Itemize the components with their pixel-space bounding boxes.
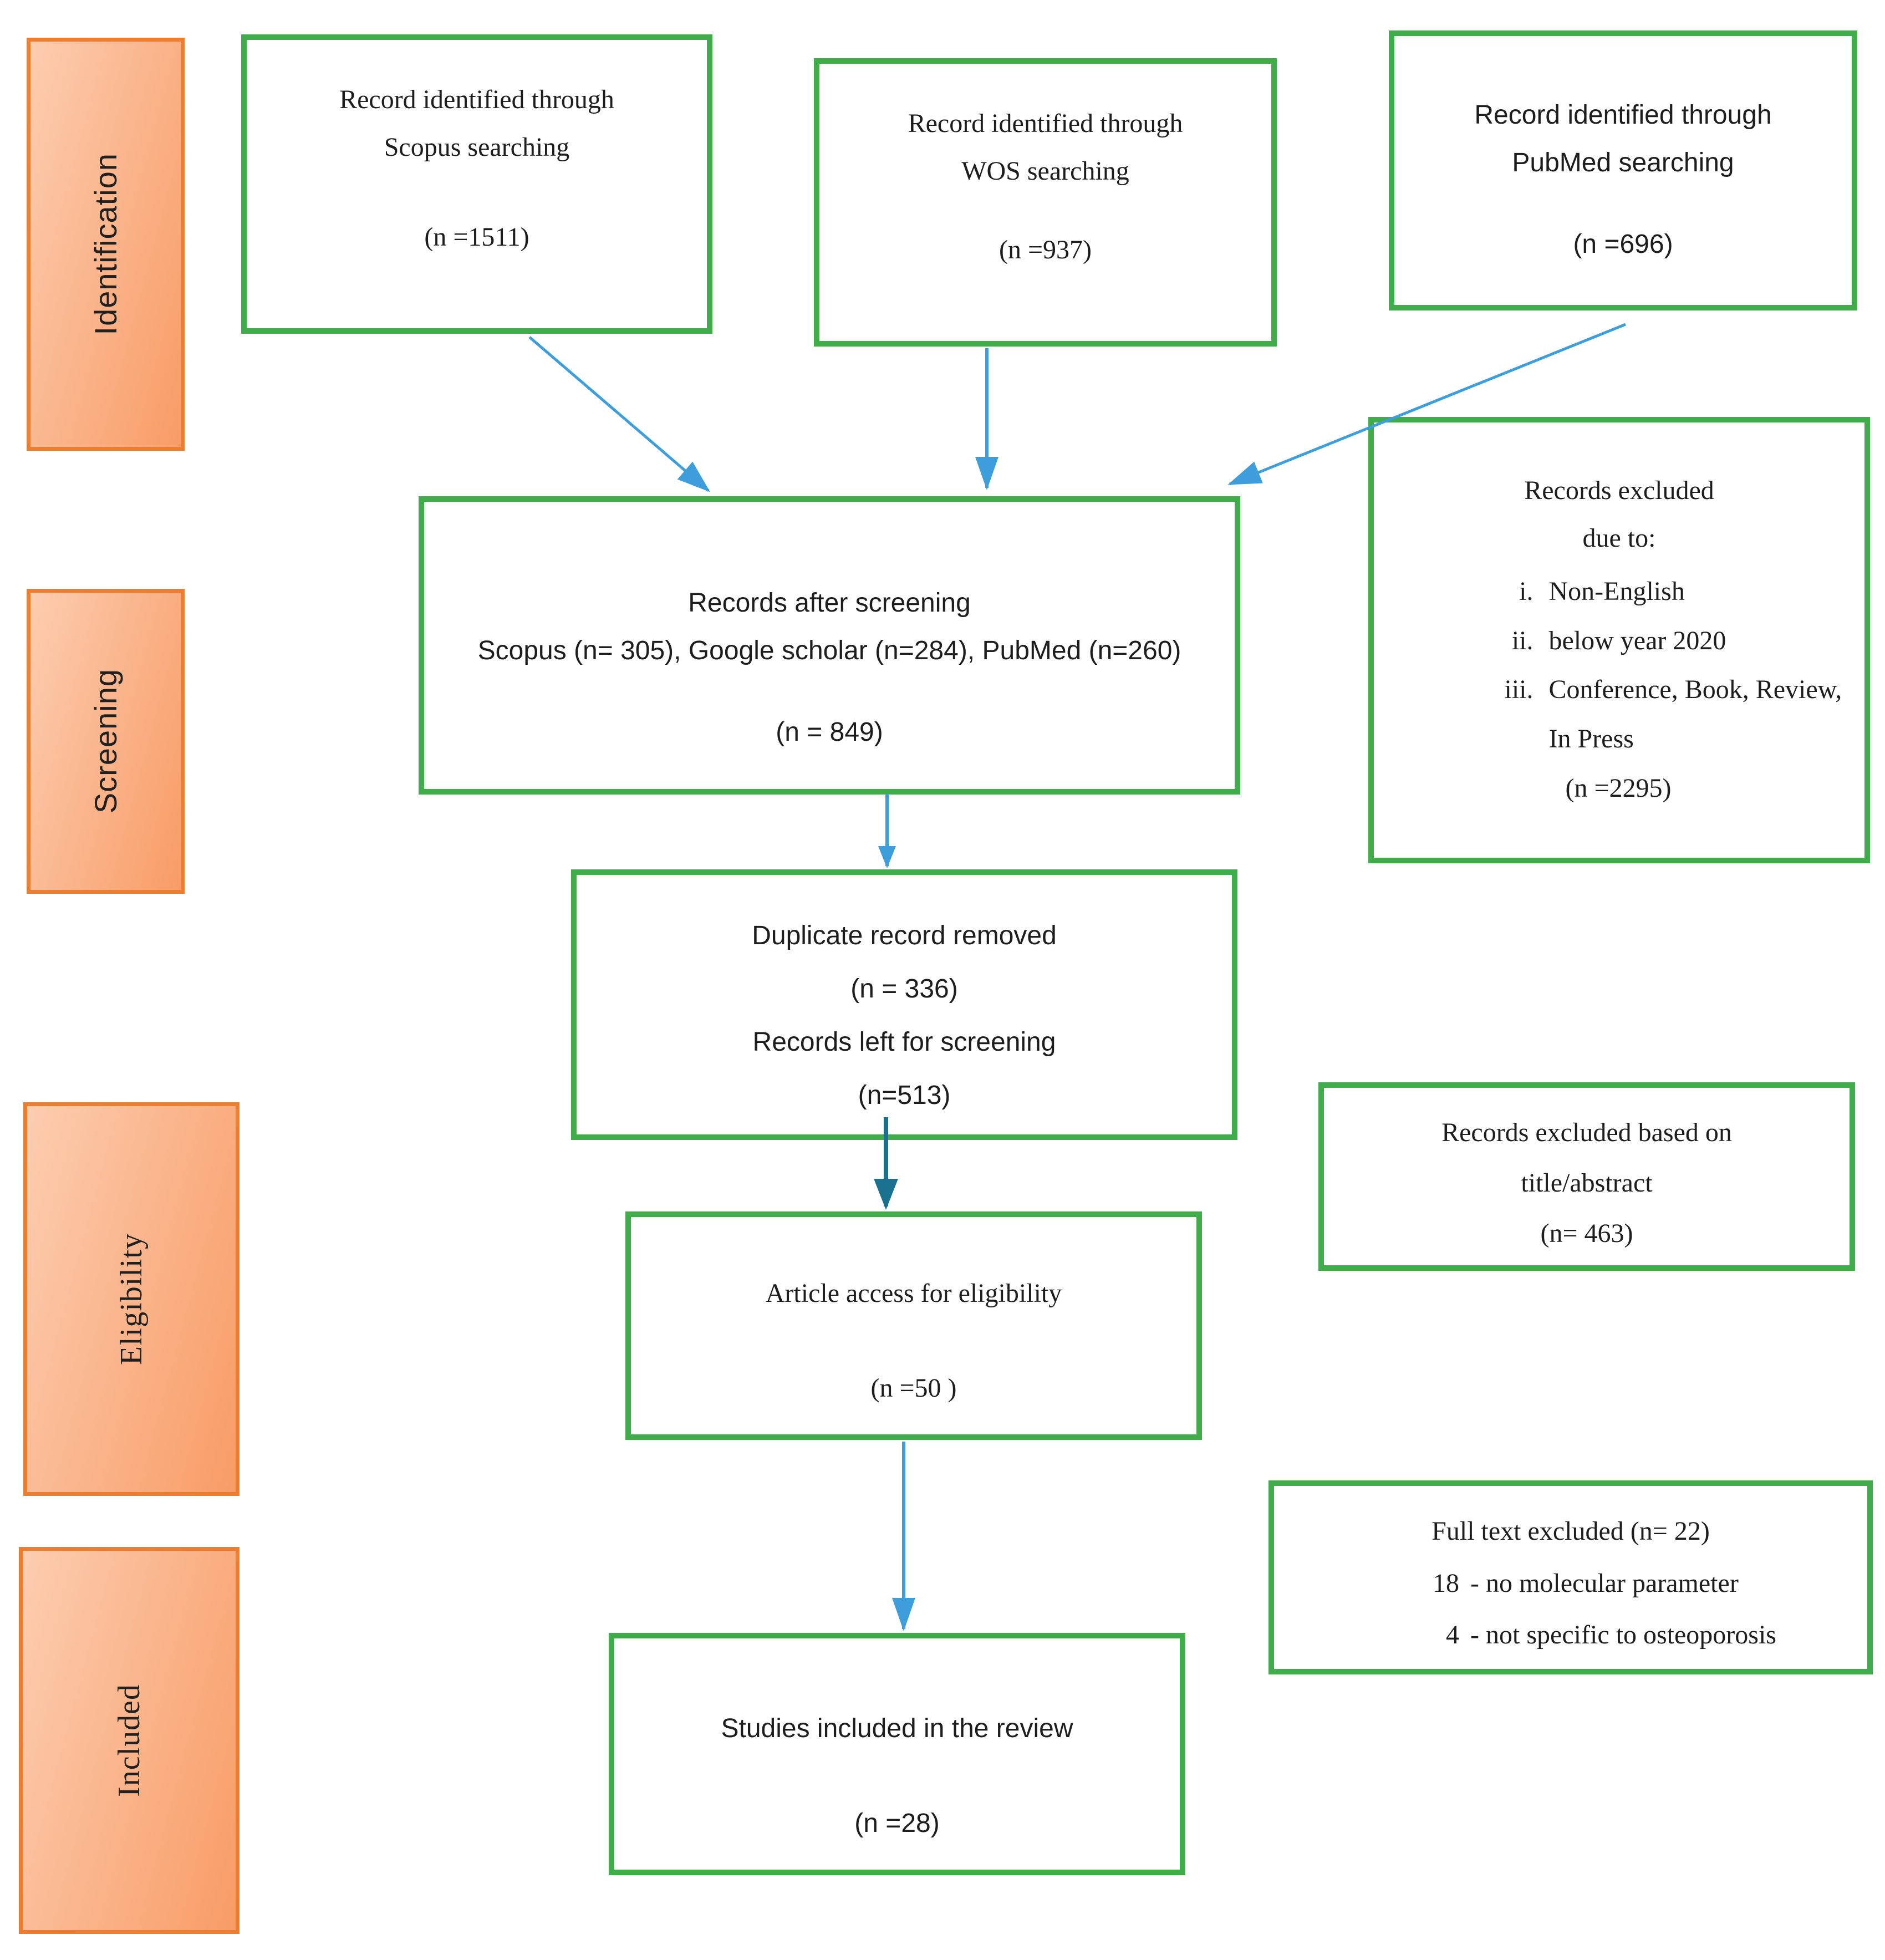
excluded-reason-text: Non-English xyxy=(1548,576,1685,606)
full-text-excluded-list: 18 - no molecular parameter 4 - not spec… xyxy=(1365,1557,1776,1661)
stage-eligibility-label: Eligibility xyxy=(114,1233,149,1366)
excluded-reason-numeral: i. xyxy=(1519,576,1534,606)
box-article-access-line1: Article access for eligibility xyxy=(765,1279,1062,1308)
full-text-excluded-num: 18 xyxy=(1433,1568,1460,1598)
box-full-text-excluded: Full text excluded (n= 22) 18 - no molec… xyxy=(1268,1480,1873,1674)
box-full-text-excluded-line1: Full text excluded (n= 22) xyxy=(1431,1516,1710,1546)
box-excluded-title-abstract-count: (n= 463) xyxy=(1540,1219,1633,1249)
box-pubmed-count: (n =696) xyxy=(1573,229,1673,259)
box-pubmed-line2: PubMed searching xyxy=(1512,148,1734,178)
box-excluded-due-to-title1: Records excluded xyxy=(1524,476,1714,505)
box-excluded-due-to: Records excluded due to: i. Non-English … xyxy=(1368,417,1870,863)
box-pubmed-records: Record identified through PubMed searchi… xyxy=(1389,30,1857,310)
box-duplicates-line1: Duplicate record removed xyxy=(752,921,1057,950)
stage-eligibility: Eligibility xyxy=(23,1102,240,1496)
box-studies-included: Studies included in the review (n =28) xyxy=(609,1633,1185,1875)
box-wos-line2: WOS searching xyxy=(961,156,1129,186)
arrow-scopus-to-screening xyxy=(528,336,711,492)
box-duplicates-removed: Duplicate record removed (n = 336) Recor… xyxy=(571,869,1237,1140)
box-excluded-title-abstract: Records excluded based on title/abstract… xyxy=(1318,1082,1855,1271)
box-excluded-title-abstract-line1: Records excluded based on xyxy=(1441,1118,1732,1147)
box-wos-records: Record identified through WOS searching … xyxy=(814,58,1277,347)
stage-included: Included xyxy=(19,1547,240,1934)
box-pubmed-line1: Record identified through xyxy=(1474,100,1772,130)
box-excluded-due-to-title2: due to: xyxy=(1582,523,1656,553)
box-scopus-count: (n =1511) xyxy=(424,222,529,252)
box-scopus-records: Record identified through Scopus searchi… xyxy=(241,34,712,334)
box-studies-included-count: (n =28) xyxy=(854,1809,940,1839)
box-after-screening-line2: Scopus (n= 305), Google scholar (n=284),… xyxy=(477,636,1181,666)
box-after-screening: Records after screening Scopus (n= 305),… xyxy=(419,496,1240,795)
stage-identification-label: Identification xyxy=(88,153,123,335)
stage-identification: Identification xyxy=(27,38,185,451)
box-article-access: Article access for eligibility (n =50 ) xyxy=(625,1211,1202,1440)
box-duplicates-count2: (n=513) xyxy=(858,1081,951,1110)
excluded-reasons-list: i. Non-English ii. below year 2020 iii. … xyxy=(1395,567,1844,813)
box-duplicates-line2: Records left for screening xyxy=(752,1027,1056,1057)
box-scopus-line2: Scopus searching xyxy=(384,133,570,162)
box-duplicates-count1: (n = 336) xyxy=(850,974,958,1004)
box-excluded-due-to-count: (n =2295) xyxy=(1565,773,1672,803)
excluded-reason-numeral: ii. xyxy=(1511,625,1534,655)
stage-screening-label: Screening xyxy=(88,669,123,814)
box-after-screening-count: (n = 849) xyxy=(776,717,883,747)
excluded-reason-text: Conference, Book, Review, In Press xyxy=(1548,675,1842,754)
stage-screening: Screening xyxy=(27,589,185,894)
excluded-reason-numeral: iii. xyxy=(1504,675,1534,705)
full-text-excluded-num: 4 xyxy=(1446,1620,1460,1650)
box-wos-count: (n =937) xyxy=(998,235,1092,264)
stage-included-label: Included xyxy=(112,1684,146,1797)
box-studies-included-line1: Studies included in the review xyxy=(721,1714,1073,1743)
box-article-access-count: (n =50 ) xyxy=(870,1373,957,1403)
box-after-screening-line1: Records after screening xyxy=(688,588,971,618)
full-text-excluded-text: - no molecular parameter xyxy=(1470,1568,1739,1598)
box-excluded-title-abstract-line2: title/abstract xyxy=(1521,1168,1653,1198)
excluded-reason-text: below year 2020 xyxy=(1548,625,1726,655)
box-wos-line1: Record identified through xyxy=(908,109,1183,138)
full-text-excluded-text: - not specific to osteoporosis xyxy=(1470,1620,1776,1650)
box-scopus-line1: Record identified through xyxy=(339,85,614,114)
